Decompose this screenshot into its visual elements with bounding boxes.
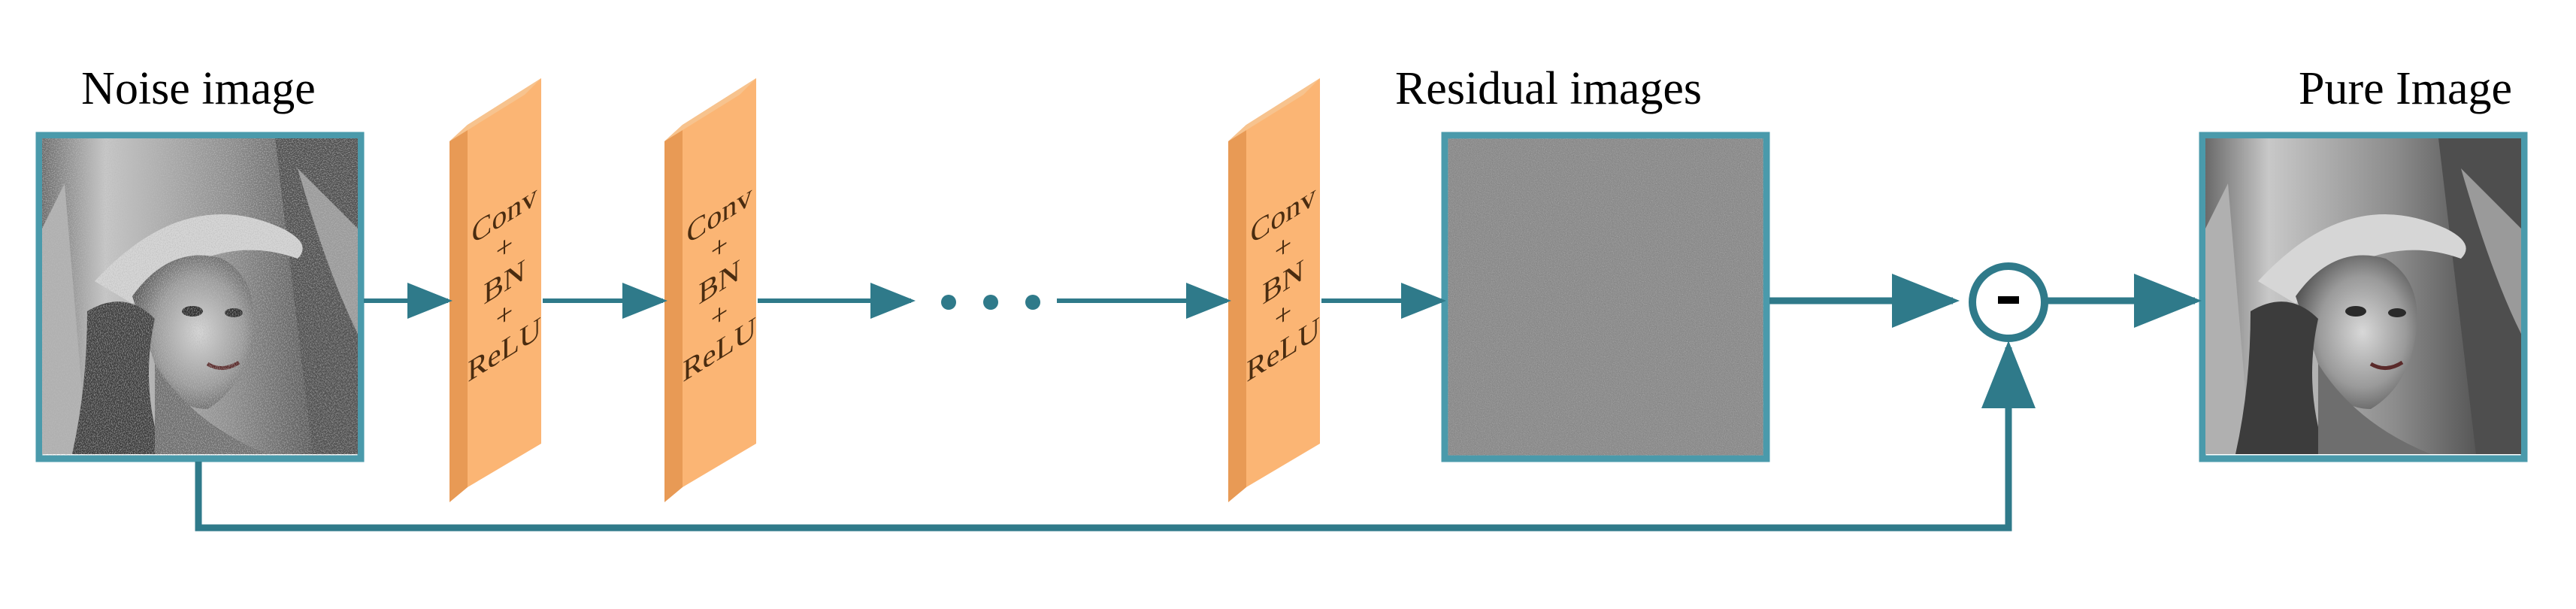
conv-bn-relu-layer-2: Conv + BN + ReLU [664, 78, 756, 502]
ellipsis-dots [941, 295, 1040, 310]
pure-image [2199, 132, 2528, 462]
conv-bn-relu-layer-3: Conv + BN + ReLU [1228, 78, 1320, 502]
skip-connection [195, 341, 2036, 532]
layer-3-line4: + [1275, 293, 1292, 337]
layer-1-line4: + [496, 293, 513, 337]
input-image-label: Noise image [81, 63, 316, 114]
residual-images-label: Residual images [1395, 63, 1702, 114]
subtract-operator [1969, 262, 2048, 342]
layer-1-line2: + [496, 226, 513, 269]
layer-2-line4: + [711, 293, 728, 337]
layer-2-line2: + [711, 226, 728, 269]
residual-image [1441, 132, 1770, 462]
output-image-label: Pure Image [2299, 63, 2512, 114]
noise-image [35, 132, 365, 462]
layer-3-line2: + [1275, 226, 1292, 269]
conv-bn-relu-layer-1: Conv + BN + ReLU [450, 78, 541, 502]
